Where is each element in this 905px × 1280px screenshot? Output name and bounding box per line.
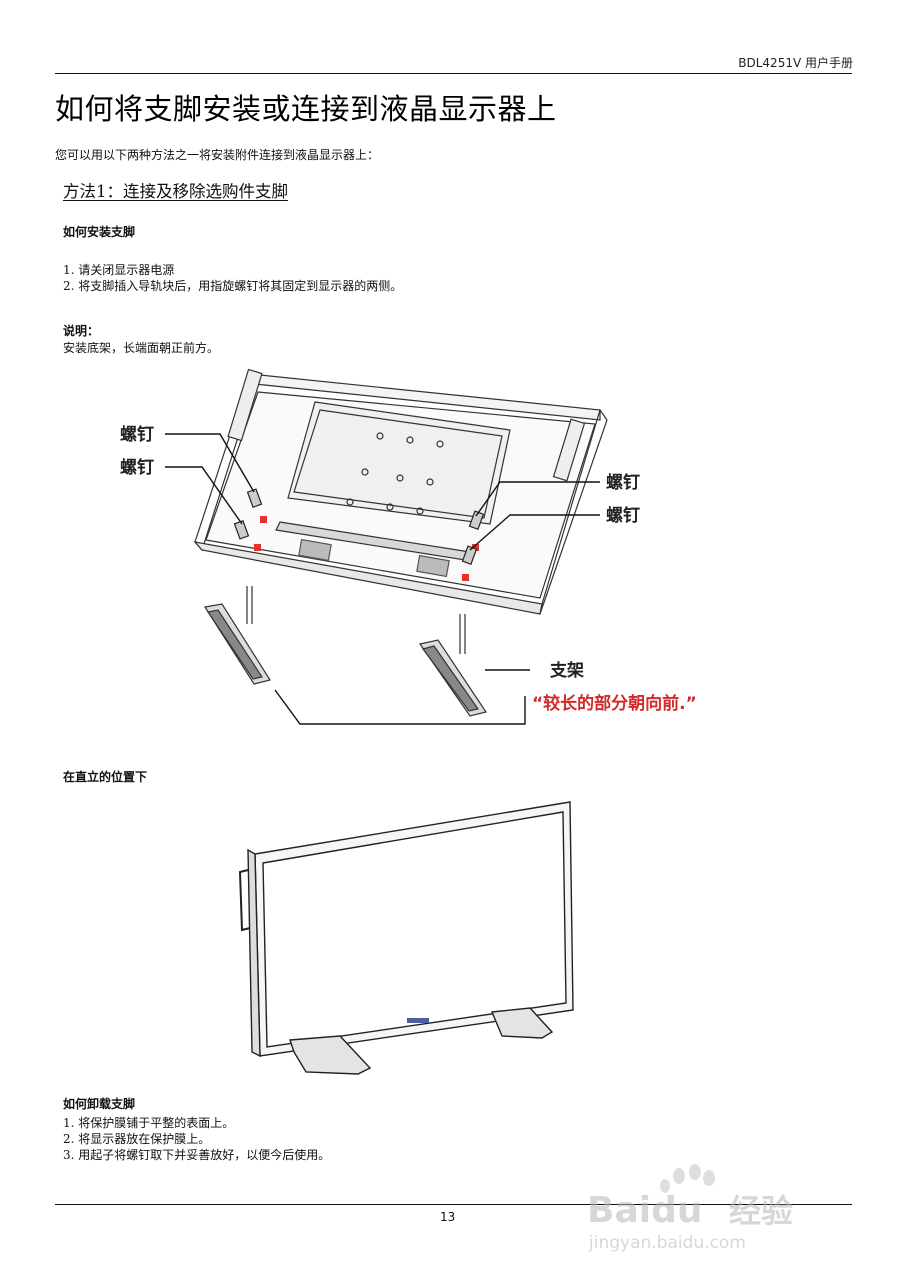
screw-position-markers bbox=[254, 516, 479, 581]
method-title: 方法1：连接及移除选购件支脚 bbox=[63, 182, 288, 201]
watermark-brand-cn: 经验 bbox=[729, 1192, 793, 1230]
note-text: 安装底架，长端面朝正前方。 bbox=[63, 341, 220, 355]
list-item: 3. 用起子将螺钉取下并妥善放好，以便今后使用。 bbox=[63, 1148, 331, 1162]
stand-feet-drawing bbox=[204, 586, 487, 717]
page-title: 如何将支脚安装或连接到液晶显示器上 bbox=[55, 92, 557, 126]
install-heading: 如何安装支脚 bbox=[63, 225, 136, 239]
remove-heading: 如何卸载支脚 bbox=[63, 1097, 136, 1111]
remove-steps: 1. 将保护膜铺于平整的表面上。 2. 将显示器放在保护膜上。 3. 用起子将螺… bbox=[63, 1115, 330, 1163]
note-label: 说明： bbox=[63, 324, 100, 338]
footer-rule bbox=[55, 1204, 852, 1205]
screw-callout-label: 螺钉 bbox=[606, 472, 640, 493]
list-item: 1. 请关闭显示器电源 bbox=[63, 263, 175, 277]
document-header: BDL4251V 用户手册 bbox=[738, 56, 853, 70]
list-item: 2. 将显示器放在保护膜上。 bbox=[63, 1132, 211, 1146]
header-rule bbox=[55, 73, 852, 74]
monitor-back-drawing bbox=[193, 368, 608, 615]
screw-callout-label: 螺钉 bbox=[606, 505, 640, 526]
stand-install-diagram: 螺钉 螺钉 螺钉 螺钉 支架 “较长的部分朝向前.” bbox=[120, 368, 697, 725]
baidu-watermark: Baidu 经验 jingyan.baidu.com bbox=[587, 1164, 793, 1253]
front-orientation-note: “较长的部分朝向前.” bbox=[532, 693, 697, 714]
screw-callout-label: 螺钉 bbox=[120, 424, 154, 445]
upright-monitor-diagram bbox=[238, 801, 574, 1075]
watermark-brand: Baidu bbox=[587, 1190, 702, 1231]
intro-text: 您可以用以下两种方法之一将安装附件连接到液晶显示器上： bbox=[55, 148, 380, 162]
screw-callout-label: 螺钉 bbox=[120, 457, 154, 478]
list-item: 2. 将支脚插入导轨块后，用指旋螺钉将其固定到显示器的两侧。 bbox=[63, 279, 403, 293]
list-item: 1. 将保护膜铺于平整的表面上。 bbox=[63, 1116, 235, 1130]
install-steps: 1. 请关闭显示器电源 2. 将支脚插入导轨块后，用指旋螺钉将其固定到显示器的两… bbox=[63, 262, 402, 294]
watermark-url: jingyan.baidu.com bbox=[588, 1233, 746, 1253]
page-number: 13 bbox=[440, 1210, 456, 1224]
stand-callout-label: 支架 bbox=[550, 660, 584, 681]
upright-heading: 在直立的位置下 bbox=[63, 770, 148, 784]
callout-leader-lines bbox=[165, 433, 600, 725]
paw-icon bbox=[660, 1164, 715, 1193]
